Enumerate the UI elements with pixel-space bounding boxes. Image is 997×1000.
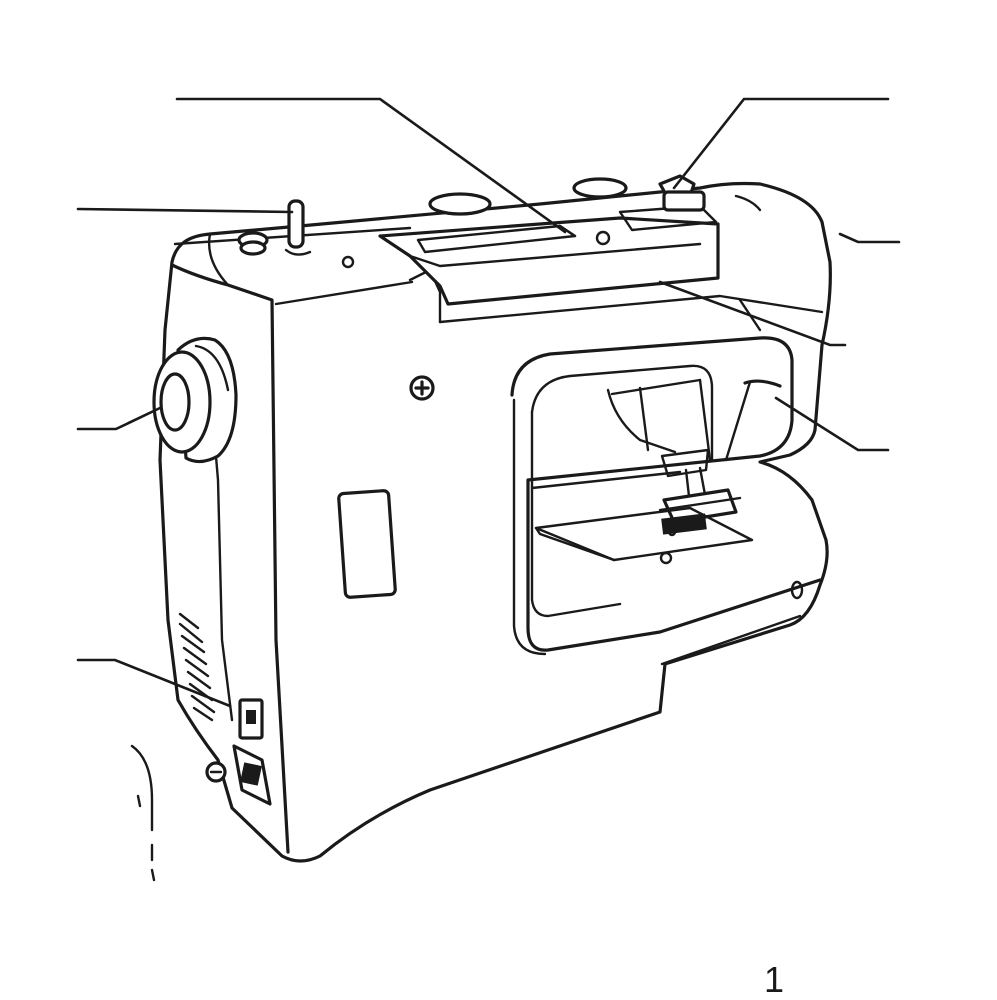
machine-body (158, 181, 832, 863)
presser-foot (658, 448, 742, 524)
arm-opening (510, 336, 822, 656)
top-cover (378, 204, 720, 306)
leader-top-cover (175, 97, 567, 234)
page-number: 1 (764, 959, 785, 1000)
leader-spool-pin (76, 207, 294, 214)
needle-plate (534, 506, 754, 565)
base-step (660, 614, 802, 666)
leader-power-switch (76, 658, 232, 708)
free-arm-hole (790, 580, 804, 600)
leader-top-panel (658, 280, 847, 347)
ventilation-slots (178, 612, 216, 722)
leader-handwheel (76, 406, 162, 431)
power-socket (205, 744, 272, 806)
bobbin-winder (237, 177, 628, 269)
callout-leaders (76, 97, 901, 708)
thread-guide (658, 174, 762, 212)
needle-head (606, 378, 782, 462)
handwheel (152, 336, 238, 464)
front-panel-window (337, 489, 397, 599)
power-cord (130, 744, 156, 882)
leader-thread-take-up (774, 396, 890, 452)
leader-thread-guide (672, 97, 890, 190)
front-screw (409, 375, 435, 401)
leader-tension (838, 232, 901, 244)
spool-pin (284, 199, 312, 256)
power-switch (238, 698, 264, 740)
